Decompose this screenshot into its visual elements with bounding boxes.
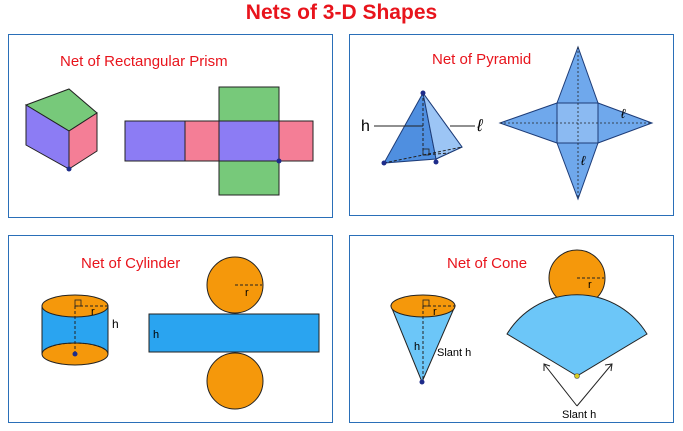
cone-slant-label: Slant h xyxy=(437,347,471,359)
pyramid-figure: h ℓ ℓ ℓ xyxy=(361,45,654,201)
pyramid-net-slant-right: ℓ xyxy=(621,106,626,121)
cylinder-net-height-label: h xyxy=(153,329,159,341)
cone-net-apex-dot xyxy=(574,373,580,379)
cylinder-net-rectangle xyxy=(148,313,320,353)
page-title: Nets of 3-D Shapes xyxy=(245,1,438,24)
panel-title-prism: Net of Rectangular Prism xyxy=(60,53,228,70)
cylinder-net-radius-label: r xyxy=(245,287,249,299)
pyramid-net-bottom xyxy=(556,142,599,201)
prism-net-bottom xyxy=(218,160,280,196)
cone-net-slant-label: Slant h xyxy=(562,409,596,421)
pyramid-base-dot-left xyxy=(381,160,387,166)
cone-radius-label: r xyxy=(433,306,437,318)
panel-cone: Net of Cone r h Slant h r Slant h xyxy=(349,235,674,423)
pyramid-slant-label: ℓ xyxy=(476,116,483,135)
cylinder-radius-label: r xyxy=(91,306,95,318)
panel-cylinder: Net of Cylinder r h r h xyxy=(8,235,333,423)
panel-title-cylinder: Net of Cylinder xyxy=(81,255,181,272)
cone-net-radius-label: r xyxy=(588,279,592,291)
panel-pyramid: Net of Pyramid h ℓ ℓ ℓ xyxy=(349,34,674,216)
cylinder-center-dot xyxy=(72,351,78,357)
panel-title-pyramid: Net of Pyramid xyxy=(432,51,532,68)
cylinder-height-label: h xyxy=(112,317,119,331)
prism-net-top xyxy=(218,86,280,122)
cone-net-sector xyxy=(506,294,648,377)
panel-rectangular-prism: Net of Rectangular Prism xyxy=(8,34,333,218)
prism-net-pink-left xyxy=(184,120,220,162)
panel-title-cone: Net of Cone xyxy=(447,255,528,272)
pyramid-net-top xyxy=(556,45,599,104)
prism-vertex-dot xyxy=(66,166,72,172)
cone-apex-dot xyxy=(419,379,425,385)
prism-figure xyxy=(24,86,314,196)
cylinder-net-bottom-circle xyxy=(206,352,264,410)
prism-net-pink-right xyxy=(278,120,314,162)
cone-figure: r h Slant h r Slant h xyxy=(390,249,648,421)
prism-net-center xyxy=(218,120,280,162)
cone-height-label: h xyxy=(414,341,420,353)
prism-net-left xyxy=(124,120,186,162)
cylinder-figure: r h r h xyxy=(41,256,320,410)
pyramid-base-dot-mid xyxy=(433,159,439,165)
pyramid-net-square xyxy=(556,102,599,144)
prism-side-face xyxy=(68,112,98,170)
pyramid-height-label: h xyxy=(361,118,370,135)
prism-net-dot xyxy=(276,158,282,164)
pyramid-apex-dot xyxy=(420,90,426,96)
pyramid-net-slant-bottom: ℓ xyxy=(581,153,586,168)
